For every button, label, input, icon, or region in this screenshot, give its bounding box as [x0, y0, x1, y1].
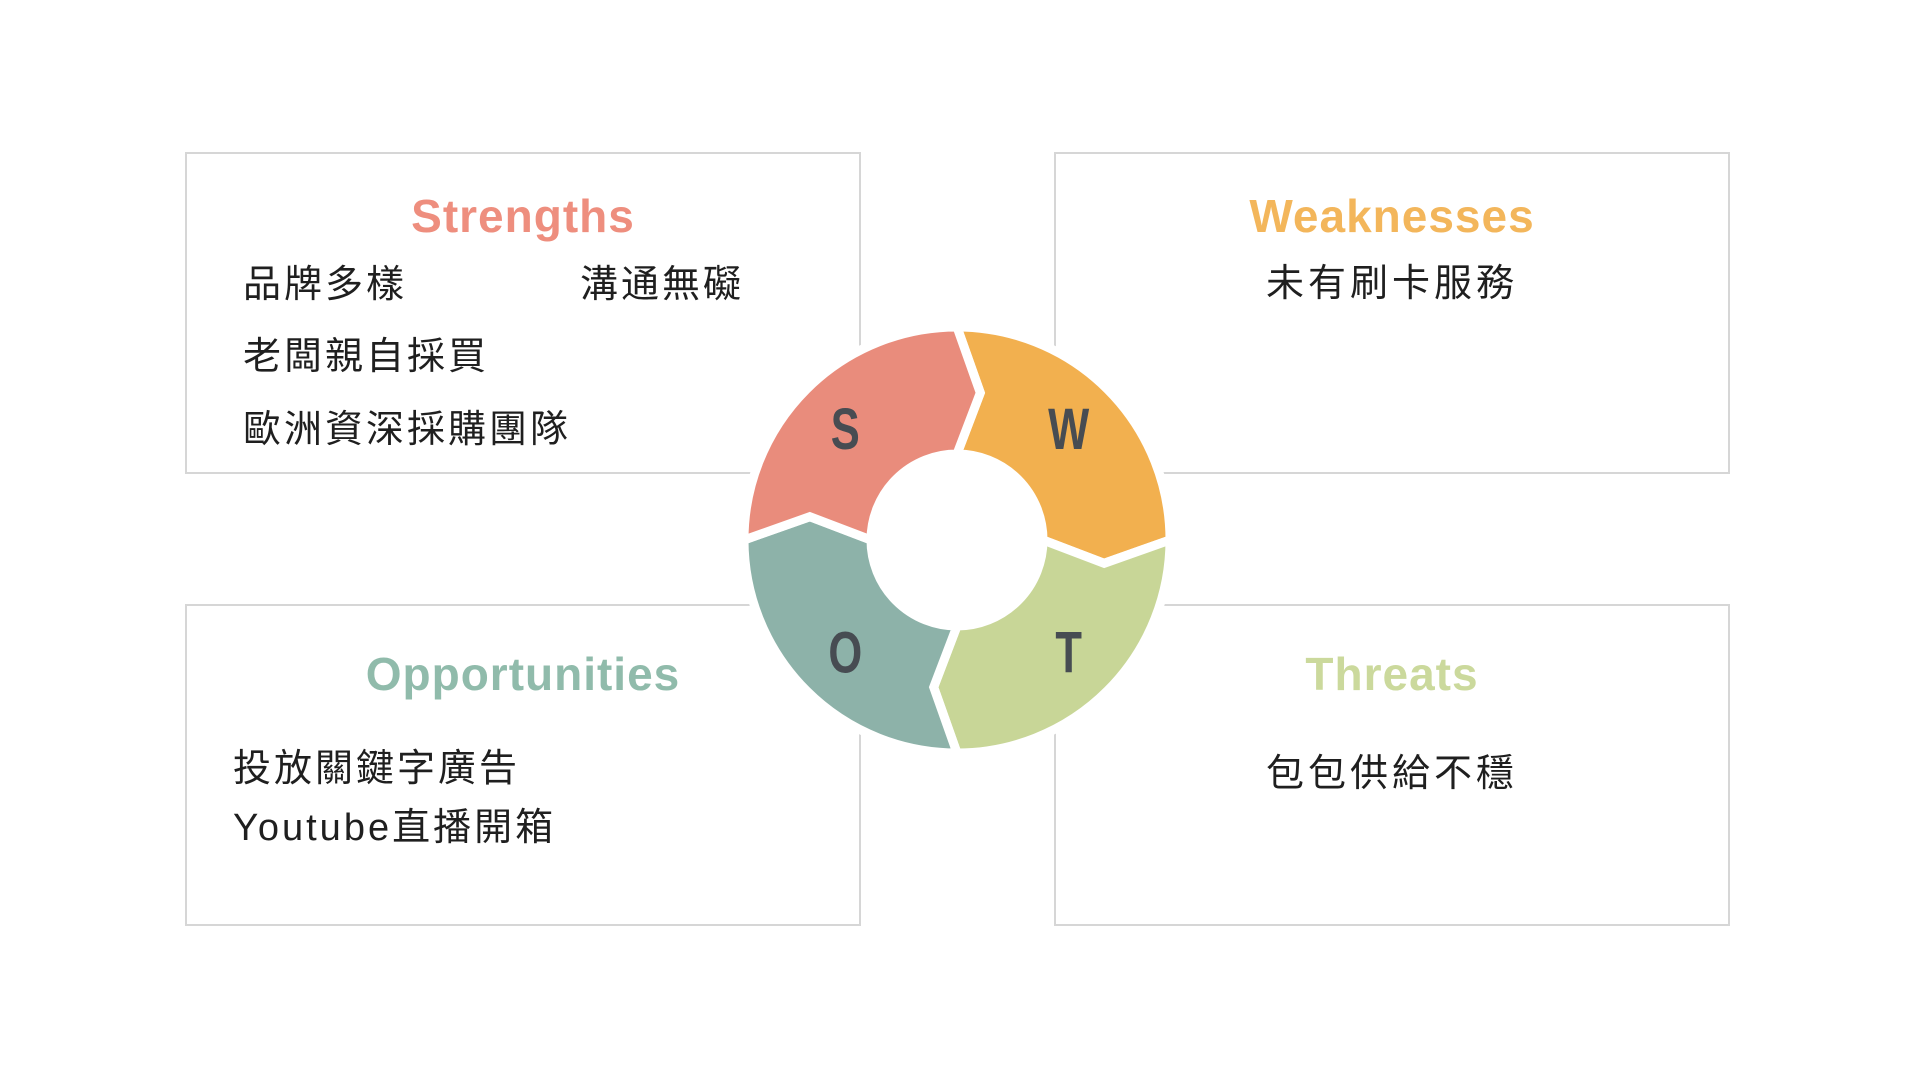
weaknesses-title: Weaknesses — [1249, 190, 1535, 242]
letter-t: T — [1055, 621, 1082, 685]
weaknesses-item-1: 未有刷卡服務 — [1265, 263, 1518, 305]
opportunities-item-2: Youtube直播開箱 — [233, 807, 557, 849]
strengths-segment-icon — [742, 325, 986, 547]
strengths-item-3: 老闆親自採買 — [243, 336, 490, 378]
threats-segment-icon — [928, 533, 1172, 755]
threats-item-1: 包包供給不穩 — [1265, 753, 1518, 795]
strengths-item-4: 歐洲資深採購團隊 — [243, 409, 572, 451]
letter-w: W — [1048, 397, 1090, 461]
letter-s: S — [831, 397, 860, 461]
threats-box: Threats 包包供給不穩 — [1054, 604, 1730, 926]
opportunities-segment-icon — [742, 511, 964, 755]
opportunities-item-1: 投放關鍵字廣告 — [233, 748, 521, 790]
opportunities-box: Opportunities 投放關鍵字廣告 Youtube直播開箱 — [185, 604, 861, 926]
weaknesses-segment-icon — [950, 325, 1172, 569]
swot-cycle-diagram: S W T O — [742, 325, 1172, 755]
strengths-item-1: 品牌多樣 — [243, 264, 408, 306]
strengths-box: Strengths 品牌多樣 溝通無礙 老闆親自採買 歐洲資深採購團隊 — [185, 152, 861, 474]
threats-title: Threats — [1305, 648, 1479, 700]
strengths-title: Strengths — [411, 190, 635, 242]
strengths-item-2: 溝通無礙 — [580, 264, 745, 306]
opportunities-title: Opportunities — [365, 648, 681, 700]
letter-o: O — [828, 621, 862, 685]
weaknesses-box: Weaknesses 未有刷卡服務 — [1054, 152, 1730, 474]
